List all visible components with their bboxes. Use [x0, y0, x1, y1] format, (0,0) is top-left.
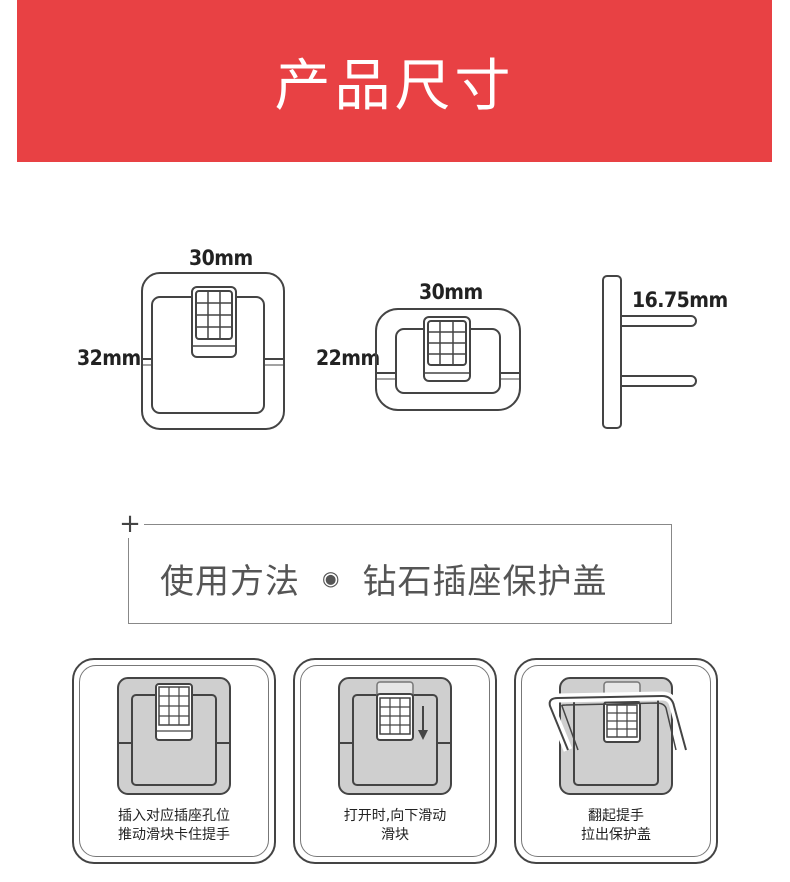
step-card-inner	[79, 665, 269, 857]
front-width-label: 30mm	[189, 246, 253, 270]
step-card-1: 插入对应插座孔位 推动滑块卡住提手	[72, 658, 276, 864]
flat-view-diagram	[375, 308, 521, 411]
step-1-line-1: 插入对应插座孔位	[118, 808, 230, 824]
step-2-line-1: 打开时,向下滑动	[343, 808, 447, 824]
step-card-inner	[521, 665, 711, 857]
usage-title: 使用方法	[160, 561, 300, 602]
step-3-illustration	[545, 677, 691, 795]
step-1-line-2: 推动滑块卡住提手	[118, 827, 230, 843]
step-2-line-2: 滑块	[381, 827, 409, 843]
header-banner: 产品尺寸	[17, 0, 772, 162]
step-1-caption: 插入对应插座孔位 推动滑块卡住提手	[74, 807, 274, 845]
step-3-caption: 翻起提手 拉出保护盖	[516, 807, 716, 845]
step-card-inner	[300, 665, 490, 857]
usage-heading: 使用方法 ◉ 钻石插座保护盖	[160, 553, 607, 603]
plus-icon: +	[116, 509, 144, 539]
bullet-icon: ◉	[322, 566, 341, 590]
step-3-line-2: 拉出保护盖	[581, 827, 651, 843]
step-2-illustration	[338, 677, 452, 795]
step-3-line-1: 翻起提手	[588, 808, 644, 824]
side-view-diagram	[602, 275, 697, 429]
front-view-diagram	[141, 272, 285, 430]
step-card-3: 翻起提手 拉出保护盖	[514, 658, 718, 864]
flat-height-label: 22mm	[316, 346, 380, 370]
side-depth-label: 16.75mm	[632, 288, 728, 312]
flat-width-label: 30mm	[419, 280, 483, 304]
step-card-2: 打开时,向下滑动 滑块	[293, 658, 497, 864]
step-2-caption: 打开时,向下滑动 滑块	[295, 807, 495, 845]
step-1-illustration	[117, 677, 231, 795]
usage-heading-box	[128, 524, 672, 624]
front-height-label: 32mm	[77, 346, 141, 370]
page-title: 产品尺寸	[274, 53, 515, 119]
usage-product: 钻石插座保护盖	[362, 561, 608, 602]
